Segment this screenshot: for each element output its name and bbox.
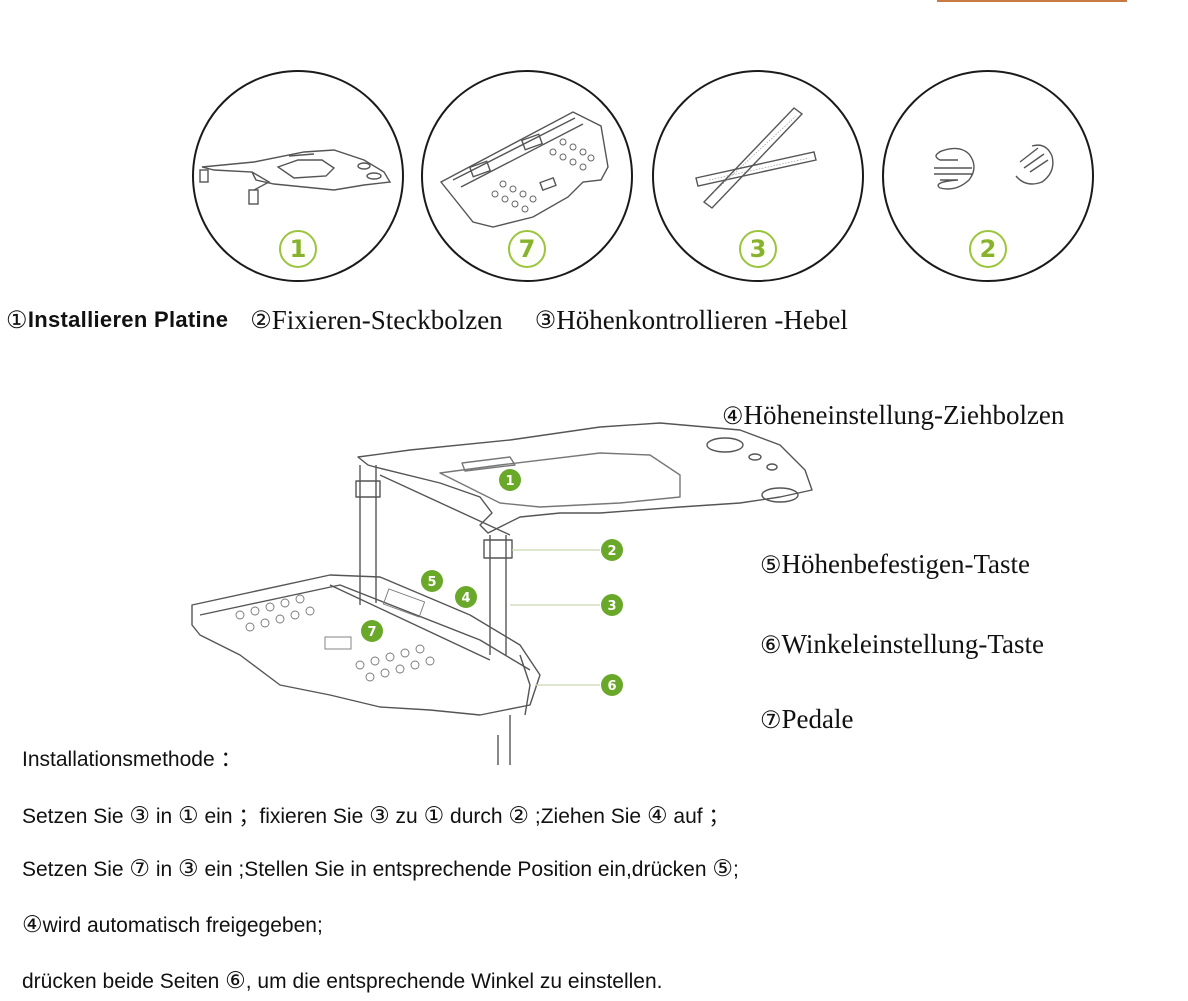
legend-text: Höhenkontrollieren -Hebel — [556, 304, 848, 335]
instruction-text: ;Ziehen Sie — [529, 805, 647, 828]
instruction-text: in — [150, 858, 179, 881]
instruction-text: drücken beide Seiten — [22, 970, 226, 993]
instruction-text: wird automatisch freigegeben; — [42, 914, 323, 937]
label-hoehenbefestigen: ⑤Höhenbefestigen-Taste — [760, 549, 1030, 580]
instruction-text: auf ； — [667, 805, 730, 828]
instruction-line-2: Setzen Sie ⑦ in ③ ein ;Stellen Sie in en… — [22, 856, 739, 882]
svg-text:5: 5 — [427, 575, 436, 590]
part-circle-hebel: 3 — [652, 70, 864, 282]
callout-badge-5: 5 — [421, 570, 443, 592]
label-number: ⑦ — [760, 706, 782, 734]
label-text: Pedale — [781, 704, 854, 734]
label-pedale: ⑦Pedale — [760, 704, 854, 735]
instruction-text: ; — [732, 858, 739, 881]
top-strip — [0, 0, 1188, 10]
label-text: Winkeleinstellung-Taste — [781, 629, 1044, 659]
legend-number: ① — [6, 306, 28, 334]
pedal-holes — [235, 594, 435, 682]
instructions-heading: Installationsmethode ： — [22, 748, 242, 771]
hebel-drawing-icon — [695, 107, 817, 209]
svg-text:6: 6 — [607, 679, 616, 694]
callout-badge-7: 7 — [361, 620, 383, 642]
instruction-text: , um die entsprechende Winkel zu einstel… — [245, 970, 663, 993]
label-text: Höhenbefestigen-Taste — [781, 549, 1031, 579]
callout-badge-1: 1 — [499, 469, 521, 491]
parts-legend: ① Installieren Platine ② Fixieren-Steckb… — [6, 300, 848, 340]
callout-badge-4: 4 — [455, 586, 477, 608]
legend-entry-platine: ① Installieren Platine — [6, 306, 228, 334]
legend-number: ② — [250, 306, 272, 334]
instruction-text: ein ;Stellen Sie in entsprechende Positi… — [198, 858, 713, 881]
part-number-ref: ④ — [22, 912, 43, 938]
instruction-text: zu — [389, 805, 424, 828]
part-circle-pedale: 7 — [421, 70, 633, 282]
callout-badge-2: 2 — [601, 539, 623, 561]
svg-text:2: 2 — [607, 544, 616, 559]
label-number: ④ — [722, 402, 744, 430]
part-number-ref: ③ — [369, 803, 390, 829]
svg-text:7: 7 — [367, 625, 376, 640]
callout-badge-3: 3 — [601, 594, 623, 616]
part-circle-steckbolzen: 2 — [882, 70, 1094, 282]
svg-text:1: 1 — [505, 474, 514, 489]
legend-entry-steckbolzen: ② Fixieren-Steckbolzen — [250, 305, 502, 336]
steckbolzen-drawing-icon — [934, 144, 1054, 190]
circle-badge-1: 1 — [279, 230, 317, 268]
instruction-text: Setzen Sie — [22, 805, 130, 828]
callout-badge-6: 6 — [601, 674, 623, 696]
svg-text:4: 4 — [461, 591, 470, 606]
part-number-ref: ② — [508, 803, 530, 829]
part-circle-platine: 1 — [192, 70, 404, 282]
pedale-drawing-icon — [439, 111, 609, 228]
svg-text:3: 3 — [607, 599, 616, 614]
instruction-text: Setzen Sie — [22, 858, 130, 881]
label-ziehbolzen: ④Höheneinstellung-Ziehbolzen — [722, 400, 1064, 431]
instruction-line-1: Setzen Sie ③ in ① ein ；fixieren Sie ③ zu… — [22, 800, 729, 830]
legend-number: ③ — [534, 306, 557, 334]
legend-text: Installieren Platine — [27, 307, 229, 332]
instruction-text: durch — [444, 805, 509, 828]
label-text: Höheneinstellung-Ziehbolzen — [743, 400, 1065, 430]
instruction-line-3: ④wird automatisch freigegeben; — [22, 912, 323, 938]
instruction-text: ein ；fixieren Sie — [198, 805, 370, 828]
part-number-ref: ① — [423, 803, 445, 829]
circle-badge-7: 7 — [508, 230, 546, 268]
instruction-text: in — [150, 805, 179, 828]
circle-badge-2: 2 — [969, 230, 1007, 268]
part-number-ref: ④ — [646, 803, 668, 829]
legend-text: Fixieren-Steckbolzen — [271, 304, 503, 335]
part-number-ref: ⑦ — [129, 856, 151, 882]
top-accent-bar — [937, 0, 1127, 2]
assembly-diagram: 1 2 3 4 5 6 7 — [191, 422, 813, 765]
label-winkeleinstellung: ⑥Winkeleinstellung-Taste — [760, 629, 1044, 660]
part-number-ref: ⑤ — [712, 856, 733, 882]
part-number-ref: ③ — [129, 803, 151, 829]
label-number: ⑤ — [760, 551, 782, 579]
legend-entry-hebel: ③ Höhenkontrollieren -Hebel — [535, 305, 848, 336]
part-number-ref: ① — [178, 803, 199, 829]
platine-drawing-icon — [199, 149, 392, 205]
instruction-line-4: drücken beide Seiten ⑥, um die entsprech… — [22, 968, 663, 994]
label-number: ⑥ — [760, 631, 782, 659]
circle-badge-3: 3 — [739, 230, 777, 268]
part-number-ref: ③ — [178, 856, 199, 882]
part-number-ref: ⑥ — [225, 968, 246, 994]
